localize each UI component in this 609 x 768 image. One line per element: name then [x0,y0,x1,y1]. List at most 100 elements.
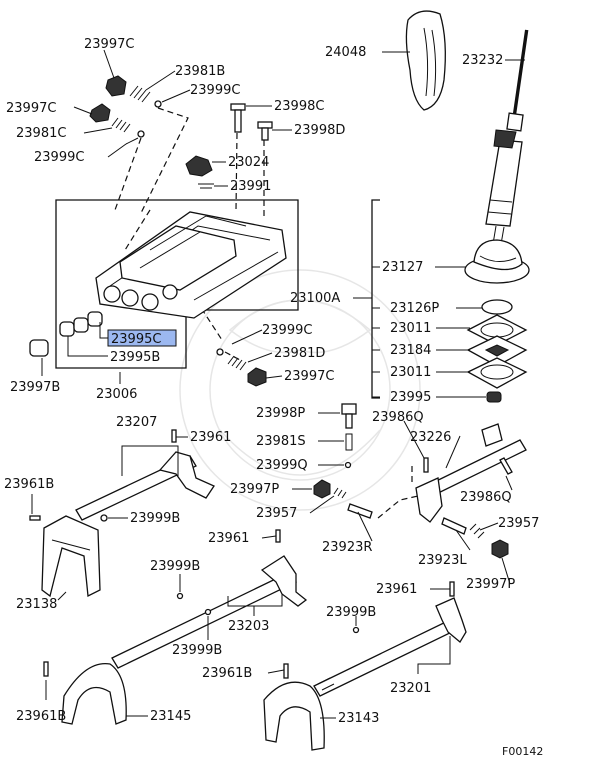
fork-23143[interactable] [263,681,325,751]
label-23999Q[interactable]: 23999Q [256,458,308,473]
spring-23981D[interactable] [227,355,247,371]
pin-23986Q-right[interactable] [499,457,513,475]
pin-23986Q-top[interactable] [423,457,429,473]
label-23995C-selected[interactable]: 23995C [111,332,161,347]
label-23923R[interactable]: 23923R [322,540,372,555]
pin-23961-rail[interactable] [171,429,177,443]
label-23999B-rail[interactable]: 23999B [130,511,180,526]
pin-23923L[interactable] [441,517,467,535]
label-23961-middle[interactable]: 23961 [208,531,249,546]
label-23999C-mid[interactable]: 23999C [34,150,84,165]
pin-23961B-center[interactable] [283,663,289,679]
pin-23923R[interactable] [347,503,373,519]
pin-23961-right[interactable] [449,581,455,597]
shift-lever-23232[interactable] [485,29,530,251]
label-23961-right[interactable]: 23961 [376,582,417,597]
bushing-set-23995B[interactable] [59,311,103,337]
shift-rail-23207[interactable] [75,451,215,521]
label-23143[interactable]: 23143 [338,711,379,726]
bolt-23998C[interactable] [230,103,246,133]
label-23006[interactable]: 23006 [96,387,137,402]
bolt-23998D[interactable] [257,121,273,141]
label-23138[interactable]: 23138 [16,597,57,612]
label-23145[interactable]: 23145 [150,709,191,724]
label-23999C-top[interactable]: 23999C [190,83,240,98]
label-23995B[interactable]: 23995B [110,350,160,365]
spring-23981S[interactable] [345,433,353,451]
pin-23961-middle[interactable] [275,529,281,543]
label-23011-upper[interactable]: 23011 [390,321,431,336]
ball-23999B-rail[interactable] [100,514,108,522]
shift-rail-23201[interactable] [313,597,467,697]
label-23923L[interactable]: 23923L [418,553,467,568]
switch-23024[interactable] [185,155,213,177]
label-23201[interactable]: 23201 [390,681,431,696]
plug-23997P-center[interactable] [313,479,331,499]
label-23961B-left[interactable]: 23961B [4,477,54,492]
label-23997P-center[interactable]: 23997P [230,482,279,497]
ball-23999B-middle-bottom[interactable] [204,608,212,616]
label-23126P[interactable]: 23126P [390,301,439,316]
label-23999B-middle-bottom[interactable]: 23999B [172,643,222,658]
label-23986Q-top[interactable]: 23986Q [372,410,424,425]
ball-23999C-lower[interactable] [216,348,224,356]
label-23961B-bottom[interactable]: 23961B [16,709,66,724]
label-23995[interactable]: 23995 [390,390,431,405]
label-23981B[interactable]: 23981B [175,64,225,79]
spring-23957-right[interactable] [469,523,485,539]
shift-rail-23203[interactable] [111,555,308,669]
label-23207[interactable]: 23207 [116,415,157,430]
label-23997P-right[interactable]: 23997P [466,577,515,592]
spring-23981C[interactable] [111,117,131,133]
washer-23991[interactable] [198,183,214,189]
label-23986Q-right[interactable]: 23986Q [460,490,512,505]
bushing-23995[interactable] [486,391,502,403]
spring-23957-center[interactable] [333,487,347,499]
label-23981S[interactable]: 23981S [256,434,306,449]
label-24048[interactable]: 24048 [325,45,366,60]
label-23997C-lower[interactable]: 23997C [284,369,334,384]
ball-23999Q[interactable] [344,461,352,469]
bushing-23997B[interactable] [29,339,49,357]
plug-23997C-mid[interactable] [89,103,111,123]
label-23957-center[interactable]: 23957 [256,506,297,521]
label-23998D[interactable]: 23998D [294,123,345,138]
label-23997C-mid[interactable]: 23997C [6,101,56,116]
plate-23011-lower[interactable] [466,357,528,389]
fork-23138[interactable] [41,515,101,598]
ball-23999C-mid[interactable] [137,130,145,138]
label-23998C[interactable]: 23998C [274,99,324,114]
label-23232[interactable]: 23232 [462,53,503,68]
cover-housing-23006[interactable] [95,211,287,319]
label-23981D[interactable]: 23981D [274,346,325,361]
label-23024[interactable]: 23024 [228,155,269,170]
plug-23997C-lower[interactable] [247,367,267,387]
label-23203[interactable]: 23203 [228,619,269,634]
shift-knob-24048[interactable] [405,10,446,111]
label-23997C-top[interactable]: 23997C [84,37,134,52]
label-23100A[interactable]: 23100A [290,291,340,306]
label-23127[interactable]: 23127 [382,260,423,275]
ball-23999B-middle-top[interactable] [176,592,184,600]
plug-23997C-top[interactable] [105,75,127,97]
label-23999B-middle-top[interactable]: 23999B [150,559,200,574]
plate-23184[interactable] [466,335,528,367]
label-23999B-right[interactable]: 23999B [326,605,376,620]
ball-23999C-top[interactable] [154,100,162,108]
label-23998P[interactable]: 23998P [256,406,305,421]
label-23957-right[interactable]: 23957 [498,516,539,531]
label-23961B-center[interactable]: 23961B [202,666,252,681]
label-23999C-lower[interactable]: 23999C [262,323,312,338]
label-23184[interactable]: 23184 [390,343,431,358]
pin-23961B-left[interactable] [29,515,41,521]
spring-23981B[interactable] [129,85,151,103]
label-23226[interactable]: 23226 [410,430,451,445]
bolt-23998P[interactable] [341,403,357,429]
washer-23126P[interactable] [481,299,513,315]
plug-23997P-right[interactable] [491,539,509,559]
label-23997B[interactable]: 23997B [10,380,60,395]
label-23961-rail[interactable]: 23961 [190,430,231,445]
fork-23145[interactable] [61,662,127,725]
ball-23999B-right[interactable] [352,626,360,634]
lever-boot-23127[interactable] [464,239,530,284]
